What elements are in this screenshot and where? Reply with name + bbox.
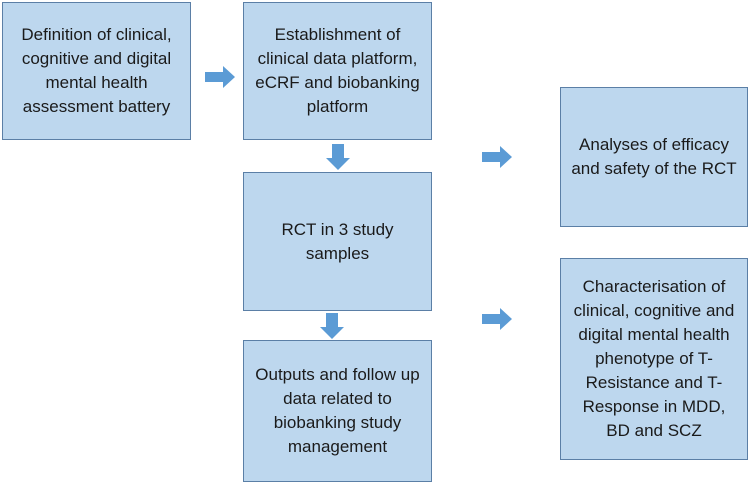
box-establishment-text: Establishment of clinical data platform,… [255, 25, 420, 116]
box-outputs: Outputs and follow up data related to bi… [243, 340, 432, 482]
box-characterisation: Characterisation of clinical, cognitive … [560, 258, 748, 460]
arrow-down-icon [320, 313, 344, 339]
box-definition: Definition of clinical, cognitive and di… [2, 2, 191, 140]
box-characterisation-text: Characterisation of clinical, cognitive … [573, 277, 735, 440]
box-analyses-text: Analyses of efficacy and safety of the R… [571, 135, 737, 178]
box-analyses: Analyses of efficacy and safety of the R… [560, 87, 748, 227]
box-establishment: Establishment of clinical data platform,… [243, 2, 432, 140]
box-rct-text: RCT in 3 study samples [281, 219, 394, 263]
box-definition-text: Definition of clinical, cognitive and di… [21, 25, 172, 116]
box-outputs-text: Outputs and follow up data related to bi… [255, 365, 420, 456]
box-rct: RCT in 3 study samples [243, 172, 432, 311]
arrow-right-icon [482, 146, 512, 168]
arrow-down-icon [326, 144, 350, 170]
arrow-right-icon [205, 66, 235, 88]
arrow-right-icon [482, 308, 512, 330]
